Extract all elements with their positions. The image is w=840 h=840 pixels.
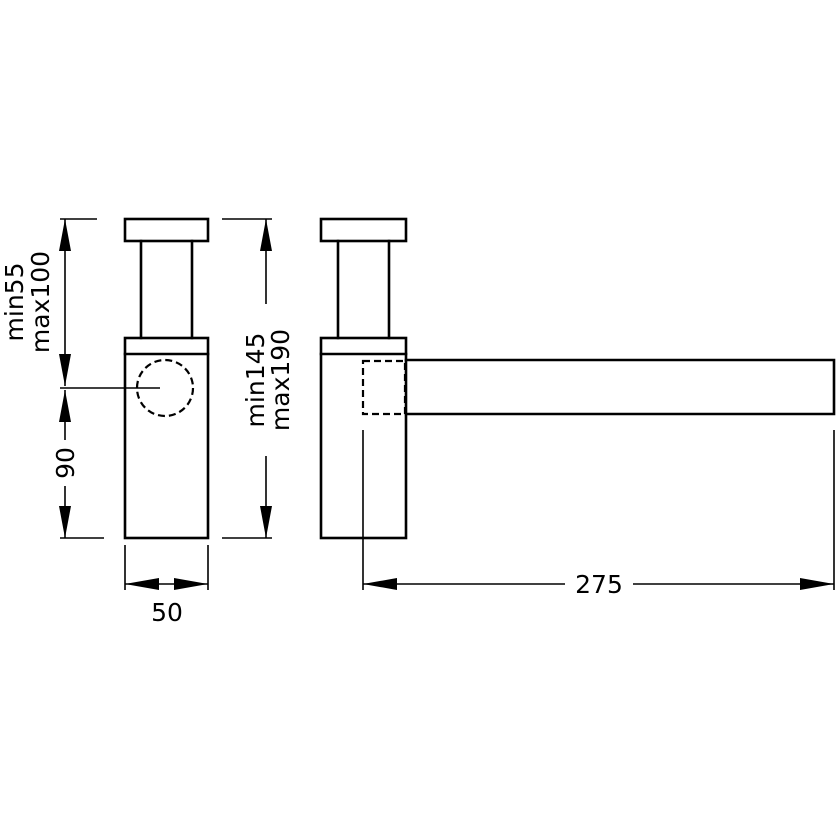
arrow-right bbox=[174, 578, 208, 590]
arrow-right bbox=[800, 578, 834, 590]
dim-50: 50 bbox=[151, 598, 183, 627]
arrow-up bbox=[59, 219, 71, 251]
dim-min145: min145 bbox=[241, 333, 270, 428]
dimension-total-height: min145 max190 bbox=[222, 218, 295, 539]
front-view bbox=[123, 217, 210, 540]
dimension-outlet-height: 90 bbox=[50, 390, 104, 539]
arrow-left bbox=[363, 578, 397, 590]
arrow-up bbox=[59, 390, 71, 422]
arrow-left bbox=[125, 578, 159, 590]
outlet-pipe bbox=[404, 358, 836, 416]
arrow-down bbox=[59, 354, 71, 386]
dim-90: 90 bbox=[51, 447, 80, 479]
arrow-down bbox=[59, 506, 71, 538]
arrow-up bbox=[260, 219, 272, 251]
dimension-width: 50 bbox=[124, 545, 209, 627]
dimension-trap-adjust: min55 max100 bbox=[0, 218, 97, 386]
dimension-length: 275 bbox=[362, 430, 835, 600]
front-body bbox=[123, 336, 210, 540]
dim-275: 275 bbox=[575, 570, 623, 599]
front-top-cap bbox=[123, 217, 210, 243]
front-outlet-hidden-circle bbox=[135, 358, 195, 418]
dim-min55: min55 bbox=[0, 263, 29, 342]
side-top-cap bbox=[319, 217, 408, 243]
dim-max190: max190 bbox=[266, 329, 295, 431]
arrow-down bbox=[260, 506, 272, 538]
outlet-hidden-section bbox=[361, 359, 407, 416]
side-view bbox=[319, 217, 836, 540]
dim-max100: max100 bbox=[26, 251, 55, 353]
